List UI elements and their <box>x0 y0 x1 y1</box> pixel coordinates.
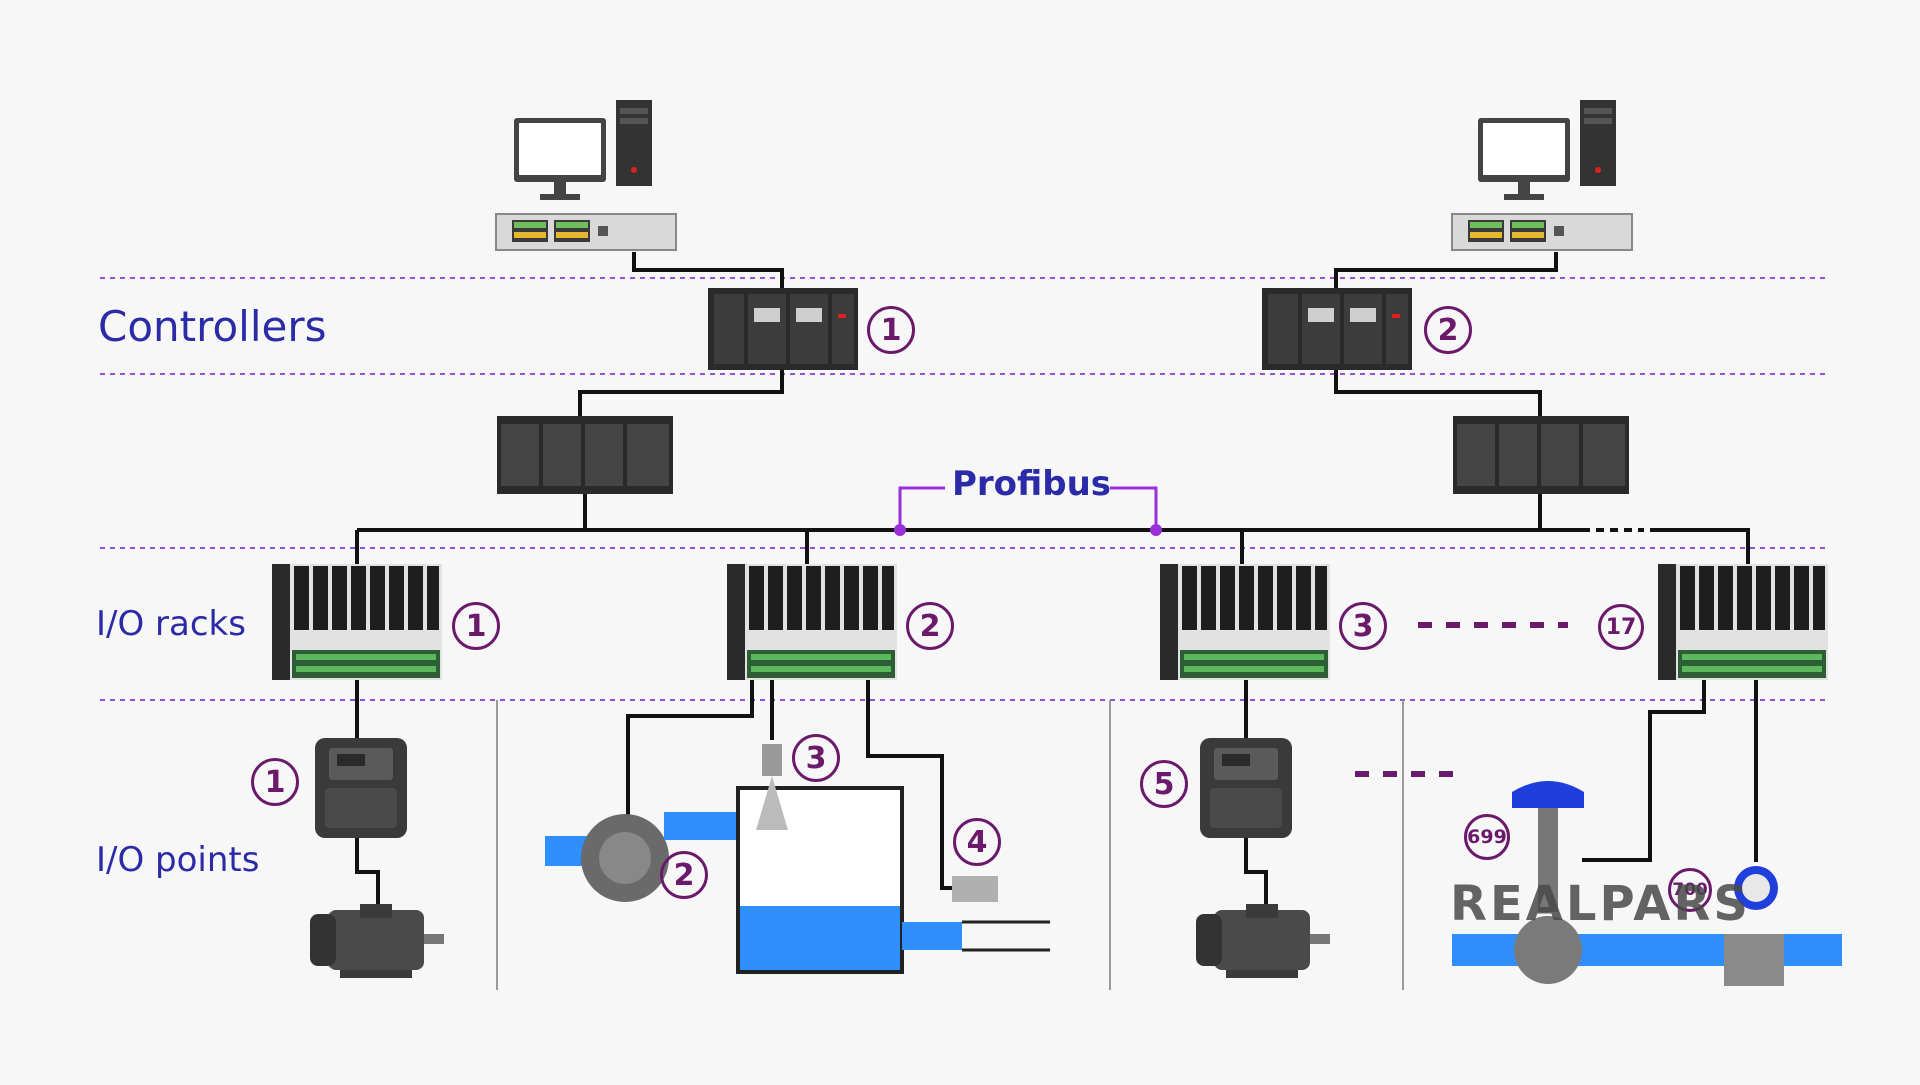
point-number-3: 3 <box>792 734 840 782</box>
fieldbus-modules-left <box>497 416 673 494</box>
left-workstation-monitor <box>514 118 606 200</box>
point-number-5: 5 <box>1140 760 1188 808</box>
label-profibus: Profibus <box>952 464 1112 504</box>
label-io-racks: I/O racks <box>96 604 246 644</box>
valve-flowmeter-process <box>1452 781 1842 986</box>
label-io-points: I/O points <box>96 840 260 880</box>
controller-number-1: 1 <box>867 306 915 354</box>
layer-separators <box>100 277 1825 701</box>
point-number-700: 700 <box>1668 868 1712 912</box>
right-workstation-monitor <box>1478 118 1570 200</box>
right-server <box>1451 213 1633 251</box>
io-rack-1 <box>272 564 442 680</box>
left-server <box>495 213 677 251</box>
vfd-left <box>315 738 407 838</box>
left-workstation-tower <box>616 100 652 186</box>
realpars-watermark: REALPARS <box>1450 876 1751 932</box>
column-dividers <box>496 700 1404 990</box>
point-number-699: 699 <box>1464 814 1510 860</box>
vfd-right <box>1200 738 1292 838</box>
controller-number-2: 2 <box>1424 306 1472 354</box>
io-rack-3 <box>1160 564 1330 680</box>
point-number-2: 2 <box>660 851 708 899</box>
controller-2 <box>1262 288 1412 370</box>
pump-tank-process <box>545 744 1050 974</box>
point-number-4: 4 <box>953 818 1001 866</box>
point-number-1: 1 <box>251 758 299 806</box>
rack-number-17: 17 <box>1598 604 1644 650</box>
right-workstation-tower <box>1580 100 1616 186</box>
io-rack-2 <box>727 564 897 680</box>
rack-number-2: 2 <box>906 602 954 650</box>
io-rack-17 <box>1658 564 1828 680</box>
profibus-bracket <box>894 486 1162 536</box>
motor-left <box>310 904 444 978</box>
controller-1 <box>708 288 858 370</box>
rack-number-1: 1 <box>452 602 500 650</box>
motor-right <box>1196 904 1330 978</box>
rack-number-3: 3 <box>1339 602 1387 650</box>
field-wiring <box>355 680 1758 906</box>
fieldbus-modules-right <box>1453 416 1629 494</box>
label-controllers: Controllers <box>98 302 327 351</box>
network-wiring <box>355 252 1750 564</box>
